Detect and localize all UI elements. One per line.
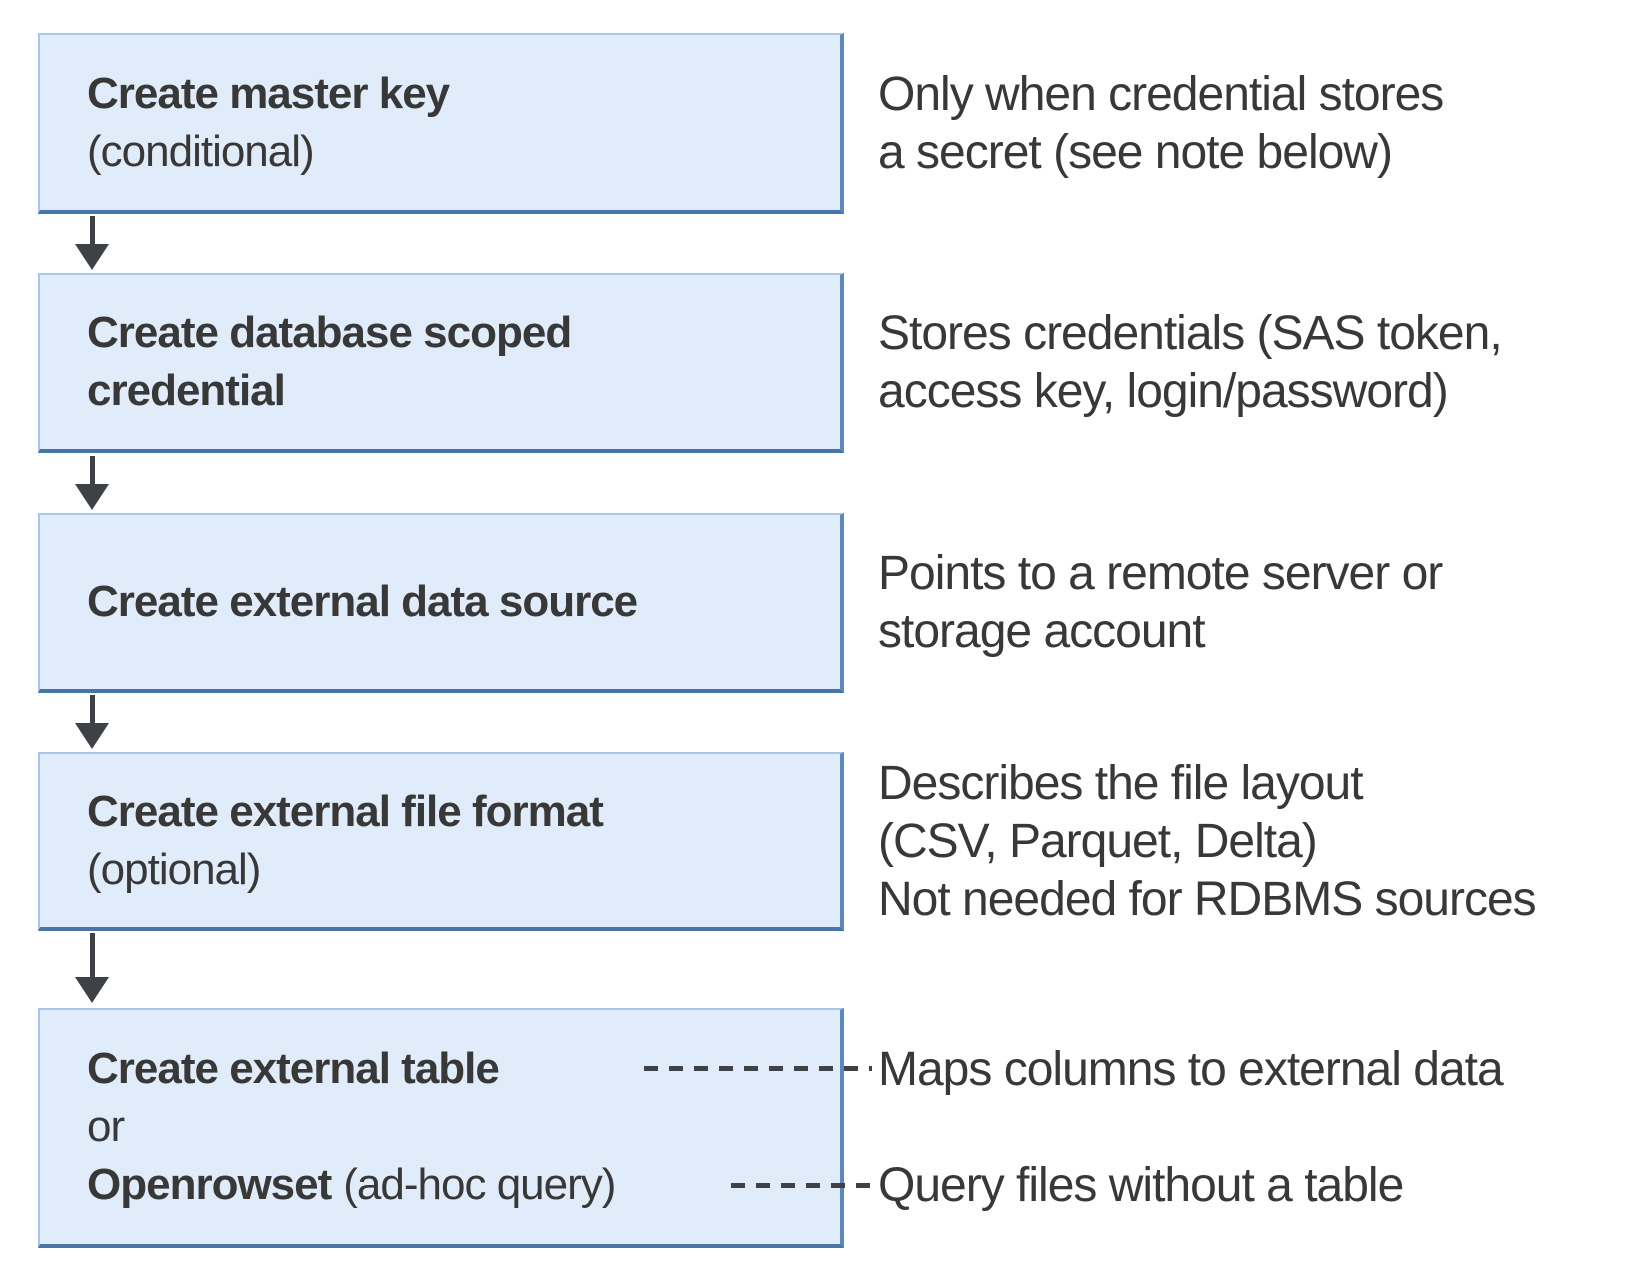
step-conjunction: or [87,1102,125,1151]
step-box-external-data-source: Create external data source [38,513,844,693]
openrowset-label: Openrowset [87,1160,332,1209]
note-line: Describes the file layout [878,756,1364,810]
note-external-table: Maps columns to external data Query file… [878,1008,1504,1248]
note-database-scoped-credential: Stores credentials (SAS token, access ke… [878,273,1503,453]
note-line: (CSV, Parquet, Delta) [878,814,1318,868]
note-master-key: Only when credential stores a secret (se… [878,33,1444,214]
dashed-connector [731,1183,872,1188]
arrow-shaft [89,933,95,977]
step-box-external-file-format: Create external file format (optional) [38,752,844,931]
arrow-head [75,977,109,1003]
step-title: Create external data source [87,577,638,626]
dashed-connector [644,1066,872,1071]
step-title: credential [87,366,286,415]
down-arrow-icon [74,695,110,749]
arrow-shaft [89,456,95,484]
step-title-alt: Openrowset(ad-hoc query) [87,1156,830,1214]
step-box-database-scoped-credential: Create database scoped credential [38,273,844,453]
note-line: Maps columns to external data [878,1043,1504,1096]
note-line: storage account [878,605,1206,658]
step-subtitle: (conditional) [87,126,315,176]
arrow-head [75,723,109,749]
note-line: Stores credentials (SAS token, [878,307,1503,360]
down-arrow-icon [74,933,110,1003]
step-title: Create external table [87,1044,500,1093]
note-line: Points to a remote server or [878,547,1443,600]
note-line: a secret (see note below) [878,125,1393,179]
note-line: Query files without a table [878,1159,1404,1212]
arrow-shaft [89,216,95,244]
step-title: Create database scoped [87,308,572,357]
note-spacer [878,1099,1503,1157]
step-subtitle: (optional) [87,844,261,894]
note-line: access key, login/password) [878,365,1449,418]
step-box-external-table-or-openrowset: Create external table or Openrowset(ad-h… [38,1008,844,1248]
note-external-data-source: Points to a remote server or storage acc… [878,513,1443,693]
down-arrow-icon [74,216,110,270]
arrow-head [75,484,109,510]
note-external-file-format: Describes the file layout (CSV, Parquet,… [878,752,1537,931]
adhoc-query-label: (ad-hoc query) [343,1160,616,1209]
step-title: Create external file format [87,786,604,836]
step-box-create-master-key: Create master key (conditional) [38,33,844,214]
step-title: Create master key [87,68,450,118]
arrow-shaft [89,695,95,723]
down-arrow-icon [74,456,110,510]
note-line: Not needed for RDBMS sources [878,872,1537,926]
arrow-head [75,244,109,270]
note-line: Only when credential stores [878,67,1444,121]
